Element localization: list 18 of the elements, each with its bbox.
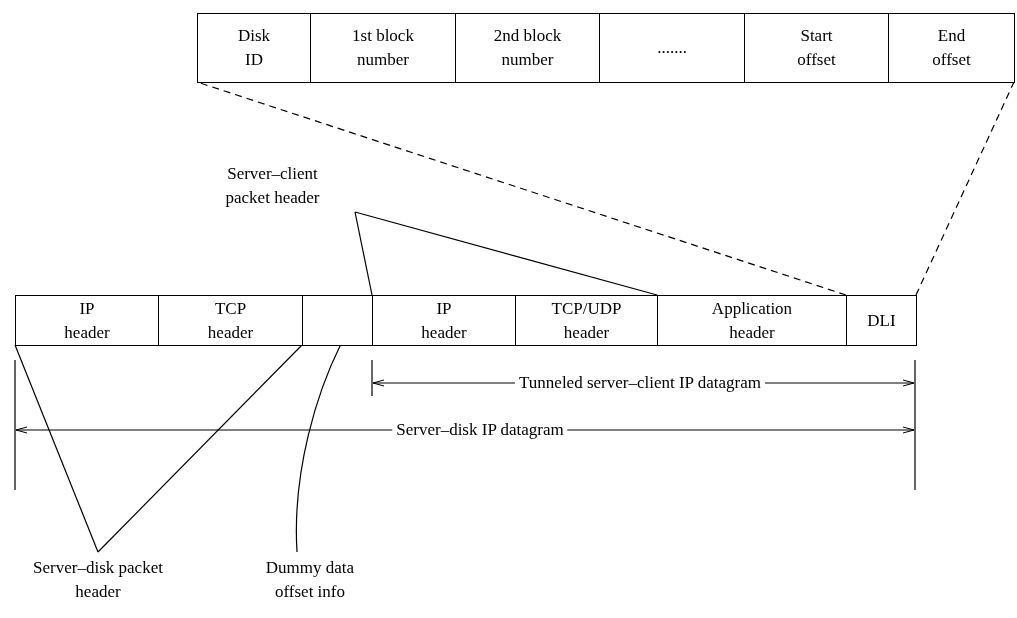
leader-line <box>14 344 99 553</box>
leader-line <box>97 344 303 553</box>
field-cell <box>302 295 373 346</box>
dashed-line <box>915 81 1015 296</box>
field-cell: IP header <box>15 295 159 346</box>
dimension-label: Tunneled server–client IP datagram <box>515 374 765 391</box>
field-cell: DLI <box>846 295 917 346</box>
dimension-label: Server–disk IP datagram <box>392 421 568 438</box>
leader-line <box>354 211 373 296</box>
callout-label: Server–client packet header <box>190 160 355 212</box>
field-cell: IP header <box>372 295 516 346</box>
leader-line <box>295 344 342 553</box>
field-cell: TCP/UDP header <box>515 295 658 346</box>
callout-label: Dummy data offset info <box>245 552 375 608</box>
field-cell: Application header <box>657 295 847 346</box>
field-cell: TCP header <box>158 295 303 346</box>
leader-line <box>354 211 658 296</box>
callout-label: Server–disk packet header <box>18 552 178 608</box>
